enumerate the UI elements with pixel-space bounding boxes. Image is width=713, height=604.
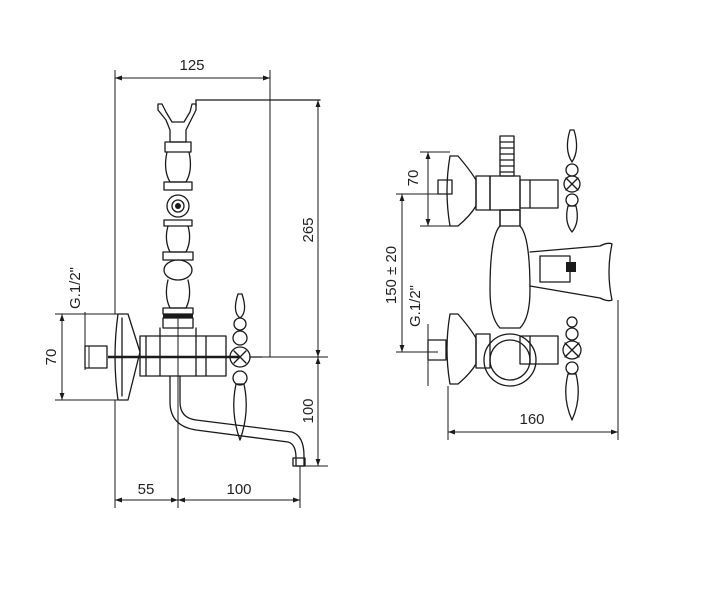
dim-front-base-left: 55: [138, 481, 155, 498]
shower-outlet: [499, 135, 515, 177]
front-dimension-lines: [55, 70, 328, 508]
lower-handle: [562, 316, 582, 421]
dim-front-spout-reach: 100: [226, 481, 251, 498]
dim-front-height-upper: 265: [300, 217, 317, 242]
side-view-faucet: [427, 129, 613, 421]
dim-front-top-width: 125: [179, 57, 204, 74]
wall-flange: [114, 313, 141, 401]
shower-holder: [157, 99, 321, 143]
dim-side-knob-height: 70: [405, 170, 422, 187]
dim-side-inlet-thread: G.1/2": [407, 285, 424, 327]
spout: [169, 375, 305, 467]
spout-diverter: [529, 242, 613, 302]
round-valve: [483, 333, 537, 387]
dim-front-spout-drop: 100: [300, 398, 317, 423]
lower-flange: [446, 313, 477, 385]
dim-front-inlet-thread: G.1/2": [67, 267, 84, 309]
dim-side-center-distance: 150 ± 20: [383, 246, 400, 304]
lever-handle: [229, 293, 263, 441]
riser-column: [162, 141, 194, 329]
upper-flange: [446, 155, 477, 227]
dim-side-total-width: 160: [519, 411, 544, 428]
central-body: [489, 209, 531, 329]
side-dimension-lines: [396, 151, 619, 440]
mixer-body: [108, 327, 240, 377]
front-view-faucet: [108, 99, 321, 508]
upper-handle: [563, 129, 581, 233]
dim-front-body-height: 70: [43, 349, 60, 366]
